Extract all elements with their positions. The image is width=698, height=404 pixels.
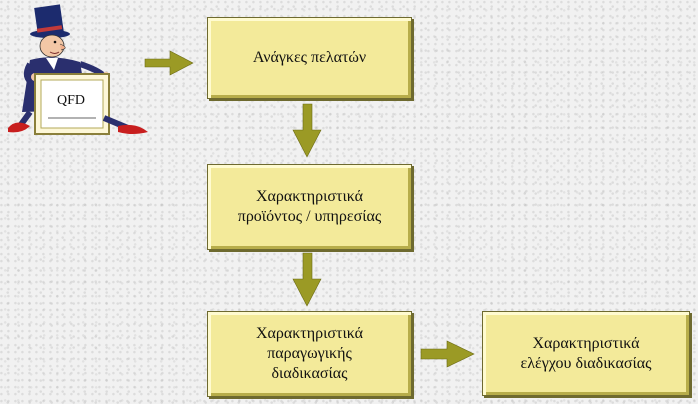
arrow-down-1 — [292, 103, 322, 158]
hat-band — [36, 25, 63, 33]
arrow-right-2 — [420, 340, 475, 368]
eye — [53, 40, 57, 44]
shirt — [46, 58, 58, 70]
left-arm — [23, 62, 36, 87]
qfd-mascot-figure — [8, 4, 148, 135]
process-characteristics-box: Χαρακτηριστικά παραγωγικής διαδικασίας — [207, 311, 412, 397]
product-characteristics-box: Χαρακτηριστικά προϊόντος / υπηρεσίας — [207, 164, 412, 250]
left-shoe — [8, 122, 30, 133]
qfd-sign-inner — [40, 79, 104, 129]
qfd-sign-text: QFD — [56, 93, 85, 108]
control-characteristics-box: Χαρακτηριστικά ελέγχου διαδικασίας — [482, 311, 690, 396]
customer-needs-box: Ανάγκες πελατών — [207, 17, 412, 99]
right-shoe — [118, 124, 148, 134]
mouth — [49, 51, 60, 54]
arrow-down-2 — [292, 252, 322, 307]
nose — [59, 43, 66, 51]
arrow-right-1 — [144, 50, 194, 76]
